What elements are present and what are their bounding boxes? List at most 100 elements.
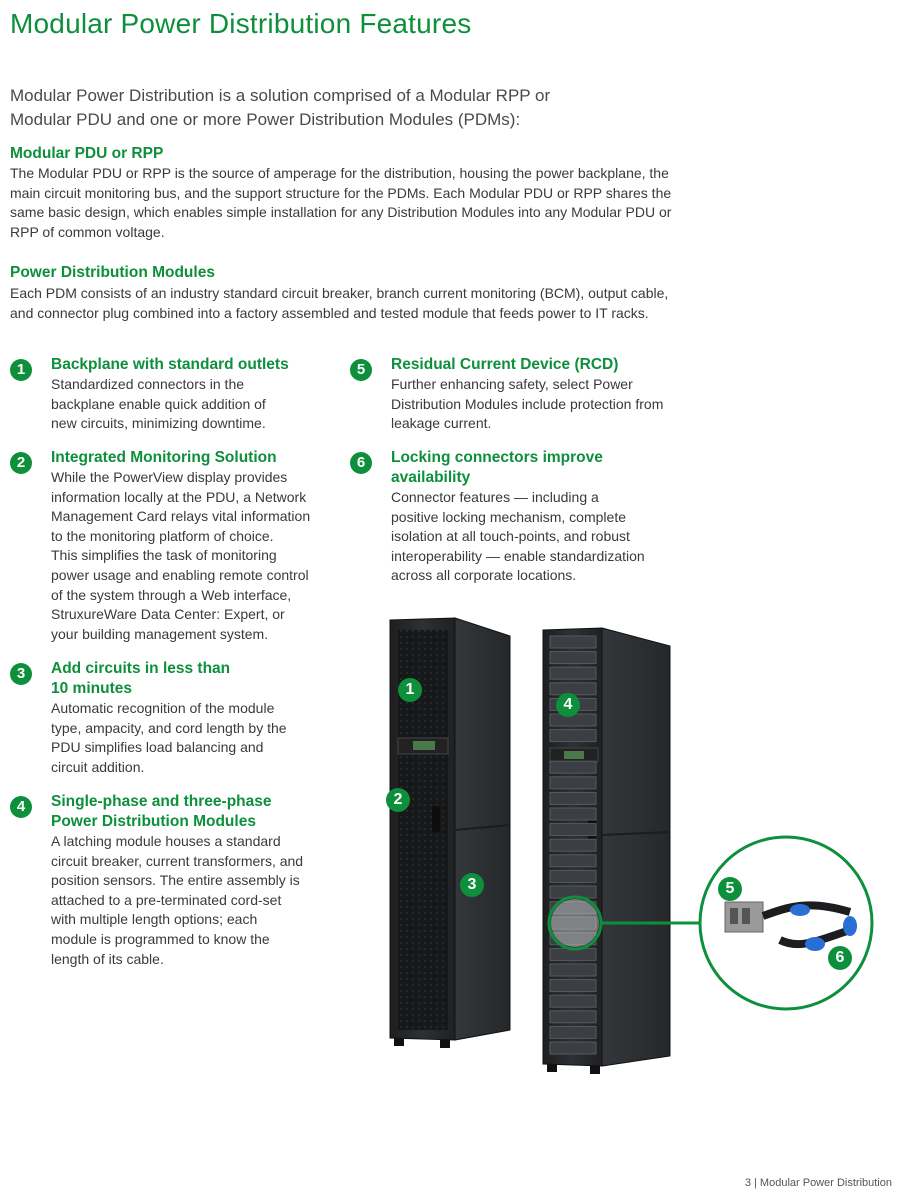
feature-1: 1 Backplane with standard outlets Standa… bbox=[10, 355, 330, 440]
heading-line: Power Distribution Modules bbox=[51, 813, 256, 830]
body-line: new circuits, minimizing downtime. bbox=[51, 415, 266, 432]
body-line: Management Card relays vital information bbox=[51, 508, 311, 525]
feature-heading: Add circuits in less than 10 minutes bbox=[51, 659, 230, 699]
body-line: of the system through a Web interface, bbox=[51, 586, 292, 603]
section-heading-pdm: Power Distribution Modules bbox=[10, 264, 215, 281]
feature-number-badge: 5 bbox=[350, 359, 372, 381]
body-line: same basic design, which enables simple … bbox=[10, 204, 672, 221]
feature-number-badge: 1 bbox=[10, 359, 32, 381]
body-line: across all corporate locations. bbox=[391, 567, 577, 584]
feature-body: While the PowerView display provides inf… bbox=[51, 468, 310, 644]
module-slot bbox=[549, 963, 597, 977]
callout-5: 5 bbox=[718, 877, 742, 901]
body-line: A latching module houses a standard bbox=[51, 833, 281, 849]
body-line: isolation at all touch-points, and robus… bbox=[391, 528, 630, 545]
feature-number-badge: 2 bbox=[10, 452, 32, 474]
body-line: Automatic recognition of the module bbox=[51, 700, 275, 716]
body-line: positive locking mechanism, complete bbox=[391, 508, 626, 525]
module-slot bbox=[549, 1010, 597, 1024]
heading-line: Backplane with standard outlets bbox=[51, 356, 289, 373]
callout-6: 6 bbox=[828, 946, 852, 970]
body-line: type, ampacity, and cord length by the bbox=[51, 719, 287, 736]
heading-line: Add circuits in less than bbox=[51, 660, 231, 677]
body-line: circuit addition. bbox=[51, 758, 145, 775]
module-slot bbox=[549, 854, 597, 868]
cabinet-left bbox=[389, 617, 511, 1048]
feature-2: 2 Integrated Monitoring Solution While t… bbox=[10, 448, 330, 648]
feature-body: Automatic recognition of the module type… bbox=[51, 699, 287, 777]
heading-line: Single-phase and three-phase bbox=[51, 793, 272, 810]
body-line: Distribution Modules include protection … bbox=[391, 395, 664, 412]
body-line: This simplifies the task of monitoring bbox=[51, 547, 277, 564]
feature-3: 3 Add circuits in less than 10 minutes A… bbox=[10, 659, 330, 779]
feature-number-badge: 6 bbox=[350, 452, 372, 474]
heading-line: Locking connectors improve bbox=[391, 449, 603, 466]
intro-line: Modular PDU and one or more Power Distri… bbox=[10, 110, 521, 129]
body-line: backplane enable quick addition of bbox=[51, 395, 266, 412]
page-title: Modular Power Distribution Features bbox=[10, 8, 472, 39]
body-line: module is programmed to know the bbox=[51, 930, 270, 947]
product-illustration: 1 2 3 4 5 6 bbox=[380, 610, 900, 1090]
body-line: power usage and enabling remote control bbox=[51, 566, 309, 583]
module-slot bbox=[549, 1041, 597, 1055]
feature-heading: Residual Current Device (RCD) bbox=[391, 355, 618, 375]
feature-heading: Locking connectors improve availability bbox=[391, 448, 603, 488]
feature-body: Connector features — including a positiv… bbox=[391, 488, 645, 586]
body-line: length of its cable. bbox=[51, 950, 164, 967]
heading-line: Residual Current Device (RCD) bbox=[391, 356, 619, 373]
module-slot bbox=[549, 838, 597, 852]
section-body-pdm: Each PDM consists of an industry standar… bbox=[10, 284, 700, 323]
feature-heading: Integrated Monitoring Solution bbox=[51, 448, 277, 468]
connector-detail bbox=[698, 835, 874, 1011]
callout-2: 2 bbox=[386, 788, 410, 812]
body-line: Further enhancing safety, select Power bbox=[391, 376, 633, 392]
body-line: main circuit monitoring bus, and the sup… bbox=[10, 184, 672, 201]
module-slot bbox=[549, 994, 597, 1008]
module-slot bbox=[549, 869, 597, 883]
feature-body: Standardized connectors in the backplane… bbox=[51, 375, 266, 434]
module-slot bbox=[549, 1025, 597, 1039]
feature-heading: Single-phase and three-phase Power Distr… bbox=[51, 792, 272, 832]
heading-line: Integrated Monitoring Solution bbox=[51, 449, 277, 466]
body-line: position sensors. The entire assembly is bbox=[51, 872, 300, 889]
callout-1: 1 bbox=[398, 678, 422, 702]
module-slot bbox=[549, 682, 597, 696]
body-line: your building management system. bbox=[51, 625, 269, 642]
feature-heading: Backplane with standard outlets bbox=[51, 355, 289, 375]
body-line: RPP of common voltage. bbox=[10, 223, 165, 240]
module-slot bbox=[549, 807, 597, 821]
intro-line: Modular Power Distribution is a solution… bbox=[10, 86, 551, 105]
module-slot bbox=[549, 666, 597, 680]
rack-cabinets-image bbox=[389, 617, 874, 1074]
module-slot bbox=[549, 760, 597, 774]
body-line: Each PDM consists of an industry standar… bbox=[10, 285, 669, 301]
section-heading-modular-pdu: Modular PDU or RPP bbox=[10, 145, 164, 162]
section-body-modular-pdu: The Modular PDU or RPP is the source of … bbox=[10, 164, 700, 242]
body-line: StruxureWare Data Center: Expert, or bbox=[51, 606, 285, 623]
body-line: PDU simplifies load balancing and bbox=[51, 739, 264, 756]
heading-line: 10 minutes bbox=[51, 680, 132, 697]
module-slot bbox=[549, 979, 597, 993]
module-slot bbox=[549, 791, 597, 805]
module-slot bbox=[549, 776, 597, 790]
module-slot bbox=[549, 651, 597, 665]
heading-line: availability bbox=[391, 469, 471, 486]
feature-4: 4 Single-phase and three-phase Power Dis… bbox=[10, 792, 330, 972]
feature-body: Further enhancing safety, select Power D… bbox=[391, 375, 663, 434]
body-line: Standardized connectors in the bbox=[51, 376, 245, 392]
feature-number-badge: 3 bbox=[10, 663, 32, 685]
callout-4: 4 bbox=[556, 693, 580, 717]
body-line: with multiple length options; each bbox=[51, 911, 258, 928]
page-footer: 3 | Modular Power Distribution bbox=[744, 1177, 892, 1189]
callout-3: 3 bbox=[460, 873, 484, 897]
intro-paragraph: Modular Power Distribution is a solution… bbox=[10, 84, 650, 132]
module-slot bbox=[549, 635, 597, 649]
body-line: The Modular PDU or RPP is the source of … bbox=[10, 165, 669, 181]
body-line: While the PowerView display provides bbox=[51, 469, 288, 485]
body-line: leakage current. bbox=[391, 415, 492, 432]
feature-5: 5 Residual Current Device (RCD) Further … bbox=[350, 355, 690, 440]
module-slot bbox=[549, 823, 597, 837]
body-line: Connector features — including a bbox=[391, 489, 599, 505]
body-line: to the monitoring platform of choice. bbox=[51, 527, 274, 544]
feature-number-badge: 4 bbox=[10, 796, 32, 818]
